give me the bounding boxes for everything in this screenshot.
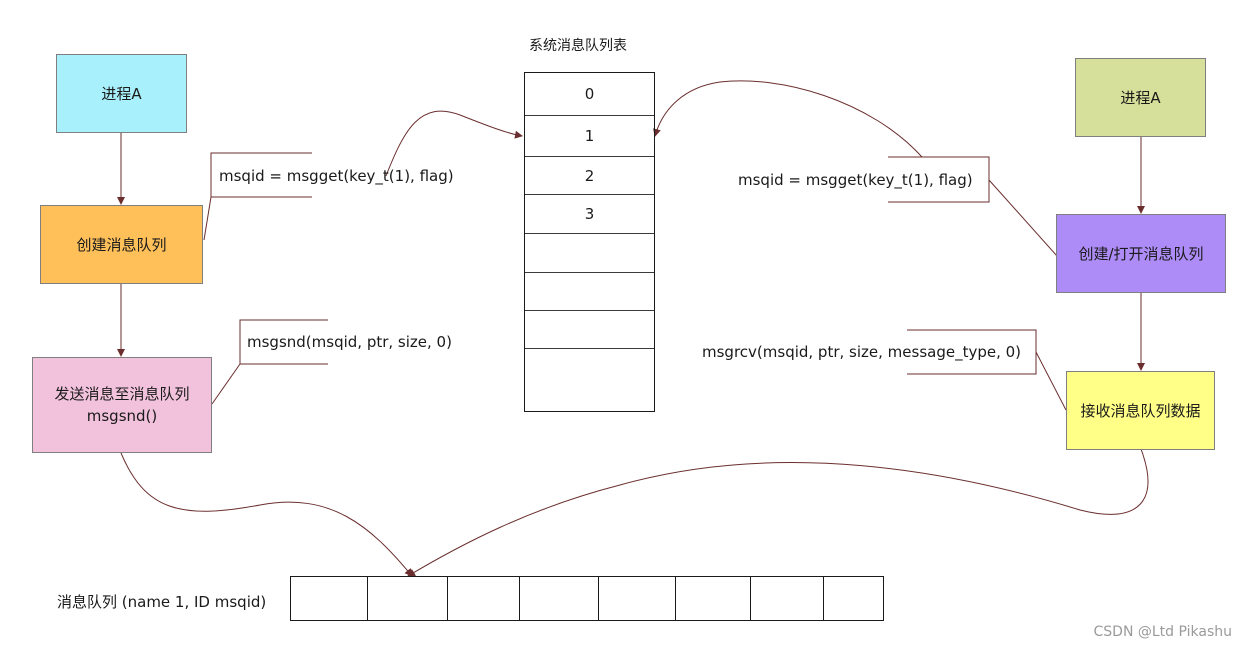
system-table-row bbox=[525, 349, 654, 411]
right-msgget-bracket bbox=[888, 156, 990, 203]
send-queue-label-line1: 发送消息至消息队列 bbox=[54, 385, 190, 403]
system-table-row bbox=[525, 273, 654, 311]
system-table-row: 3 bbox=[525, 195, 654, 234]
system-table-row: 1 bbox=[525, 116, 654, 157]
process-a-right-label: 进程A bbox=[1120, 88, 1161, 107]
watermark: CSDN @Ltd Pikashu bbox=[1093, 624, 1233, 640]
process-a-left-label: 进程A bbox=[101, 84, 142, 103]
left-msgsnd-note: msgsnd(msqid, ptr, size, 0) bbox=[247, 333, 452, 351]
process-a-right-box: 进程A bbox=[1075, 58, 1206, 137]
left-msgget-bracket bbox=[210, 152, 312, 198]
message-queue-cell bbox=[291, 577, 368, 620]
process-a-left-box: 进程A bbox=[56, 54, 187, 133]
system-table-row bbox=[525, 234, 654, 273]
message-queue-bar bbox=[290, 576, 884, 621]
message-queue-cell bbox=[520, 577, 599, 620]
left-create-to-note bbox=[203, 196, 212, 241]
message-queue-cell bbox=[676, 577, 751, 620]
message-queue-cell bbox=[368, 577, 448, 620]
system-queue-table: 0 1 2 3 bbox=[524, 72, 655, 412]
message-queue-cell bbox=[448, 577, 520, 620]
right-create-to-note bbox=[988, 179, 1058, 257]
receive-queue-label: 接收消息队列数据 bbox=[1080, 401, 1201, 420]
create-queue-label: 创建消息队列 bbox=[76, 235, 167, 254]
system-table-row: 2 bbox=[525, 157, 654, 195]
send-queue-box: 发送消息至消息队列 msgsnd() bbox=[32, 357, 212, 453]
left-msgget-note: msqid = msgget(key_t(1), flag) bbox=[219, 167, 454, 185]
message-queue-cell bbox=[824, 577, 883, 620]
receive-curve bbox=[407, 448, 1149, 577]
right-msgrcv-note: msgrcv(msqid, ptr, size, message_type, 0… bbox=[702, 343, 1022, 361]
send-curve bbox=[120, 452, 413, 577]
send-queue-label-line2: msgsnd() bbox=[86, 407, 158, 425]
left-msgsnd-bracket bbox=[239, 319, 328, 365]
left-msgget-curve bbox=[385, 110, 523, 177]
create-queue-box: 创建消息队列 bbox=[40, 205, 203, 284]
left-send-to-note bbox=[211, 363, 241, 405]
message-queue-cell bbox=[751, 577, 824, 620]
right-msgget-curve bbox=[653, 80, 923, 158]
system-table-row bbox=[525, 311, 654, 349]
create-open-queue-label: 创建/打开消息队列 bbox=[1078, 244, 1204, 263]
message-queue-label: 消息队列 (name 1, ID msqid) bbox=[57, 593, 267, 611]
create-open-queue-box: 创建/打开消息队列 bbox=[1056, 214, 1226, 293]
right-msgget-note: msqid = msgget(key_t(1), flag) bbox=[738, 171, 973, 189]
receive-queue-box: 接收消息队列数据 bbox=[1066, 371, 1215, 450]
system-table-row: 0 bbox=[525, 73, 654, 116]
system-table-title: 系统消息队列表 bbox=[529, 38, 627, 54]
message-queue-cell bbox=[599, 577, 676, 620]
right-receive-to-note bbox=[1035, 351, 1067, 411]
